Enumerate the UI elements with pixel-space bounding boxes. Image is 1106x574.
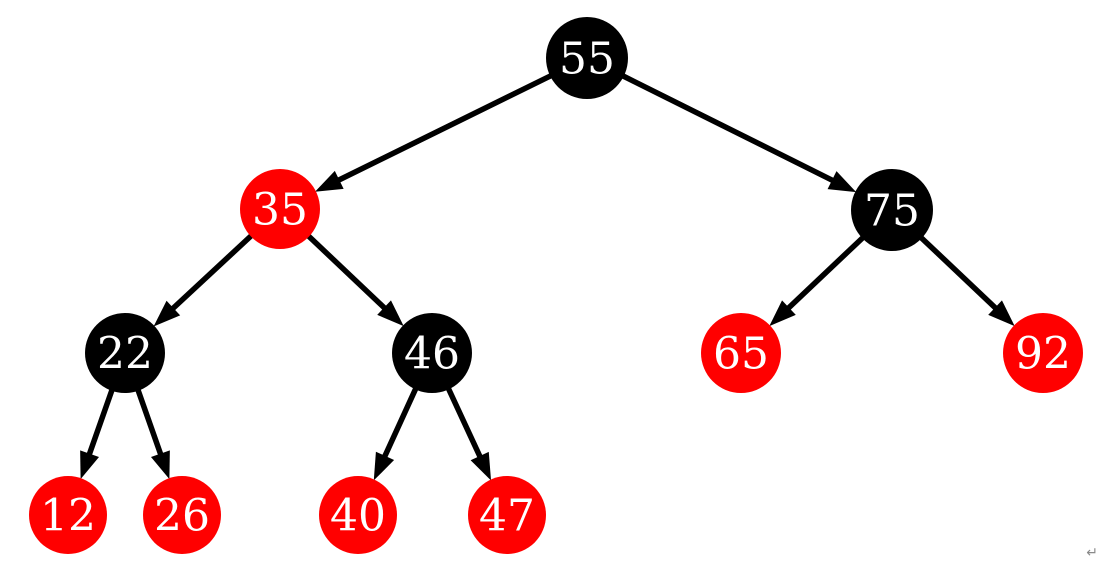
tree-node[interactable]: 65 bbox=[701, 313, 781, 393]
node-label: 47 bbox=[479, 491, 535, 542]
tree-node[interactable]: 75 bbox=[851, 169, 933, 251]
edge-line bbox=[84, 387, 115, 461]
node-circle-red[interactable] bbox=[319, 476, 397, 554]
tree-edge bbox=[373, 386, 419, 481]
tree-edge bbox=[769, 234, 866, 327]
node-circle-black[interactable] bbox=[85, 313, 165, 393]
node-label: 46 bbox=[404, 329, 460, 380]
node-label: 22 bbox=[97, 329, 153, 380]
edge-arrowhead-icon bbox=[827, 171, 857, 193]
edge-line bbox=[380, 386, 419, 463]
tree-node[interactable]: 46 bbox=[392, 313, 472, 393]
node-label: 65 bbox=[713, 329, 769, 380]
edge-arrowhead-icon bbox=[80, 450, 100, 480]
tree-edge bbox=[153, 232, 255, 327]
tree-edge bbox=[918, 234, 1015, 327]
node-circle-black[interactable] bbox=[392, 313, 472, 393]
edge-line bbox=[167, 232, 255, 315]
node-circle-black[interactable] bbox=[546, 17, 628, 99]
tree-edge bbox=[445, 386, 492, 481]
node-circle-red[interactable] bbox=[240, 169, 320, 249]
edges-layer bbox=[80, 72, 1015, 481]
tree-node[interactable]: 12 bbox=[29, 476, 107, 554]
edge-arrowhead-icon bbox=[470, 451, 492, 481]
node-label: 75 bbox=[864, 186, 920, 237]
edge-arrowhead-icon bbox=[153, 300, 181, 327]
paragraph-mark-icon: ↵ bbox=[1086, 545, 1098, 561]
node-label: 26 bbox=[154, 491, 210, 542]
edge-line bbox=[332, 72, 554, 185]
tree-node[interactable]: 35 bbox=[240, 169, 320, 249]
node-circle-red[interactable] bbox=[29, 476, 107, 554]
edge-arrowhead-icon bbox=[373, 451, 395, 481]
tree-node[interactable]: 55 bbox=[546, 17, 628, 99]
edge-line bbox=[305, 233, 391, 314]
node-circle-red[interactable] bbox=[143, 476, 221, 554]
edge-line bbox=[620, 72, 839, 186]
tree-edge bbox=[314, 72, 554, 192]
node-circle-red[interactable] bbox=[468, 476, 546, 554]
tree-edge bbox=[305, 233, 404, 327]
edge-arrowhead-icon bbox=[377, 300, 404, 327]
tree-node[interactable]: 26 bbox=[143, 476, 221, 554]
edge-arrowhead-icon bbox=[769, 300, 796, 327]
tree-node[interactable]: 40 bbox=[319, 476, 397, 554]
edge-arrowhead-icon bbox=[988, 300, 1015, 327]
tree-edge bbox=[80, 387, 115, 480]
edge-arrowhead-icon bbox=[150, 450, 170, 480]
node-circle-red[interactable] bbox=[1003, 313, 1083, 393]
edge-line bbox=[782, 234, 866, 314]
node-circle-black[interactable] bbox=[851, 169, 933, 251]
edge-line bbox=[135, 387, 166, 461]
node-label: 35 bbox=[252, 185, 308, 236]
nodes-layer: 55 35 75 22 46 65 92 12 26 40 47 bbox=[29, 17, 1083, 554]
node-label: 12 bbox=[40, 491, 96, 542]
node-label: 40 bbox=[330, 491, 386, 542]
node-circle-red[interactable] bbox=[701, 313, 781, 393]
edge-arrowhead-icon bbox=[314, 170, 344, 192]
edge-line bbox=[918, 234, 1002, 314]
node-label: 55 bbox=[559, 34, 615, 85]
edge-line bbox=[445, 386, 485, 463]
tree-edge bbox=[620, 72, 857, 193]
tree-edge bbox=[135, 387, 170, 480]
node-label: 92 bbox=[1015, 329, 1071, 380]
tree-node[interactable]: 22 bbox=[85, 313, 165, 393]
tree-node[interactable]: 92 bbox=[1003, 313, 1083, 393]
tree-node[interactable]: 47 bbox=[468, 476, 546, 554]
